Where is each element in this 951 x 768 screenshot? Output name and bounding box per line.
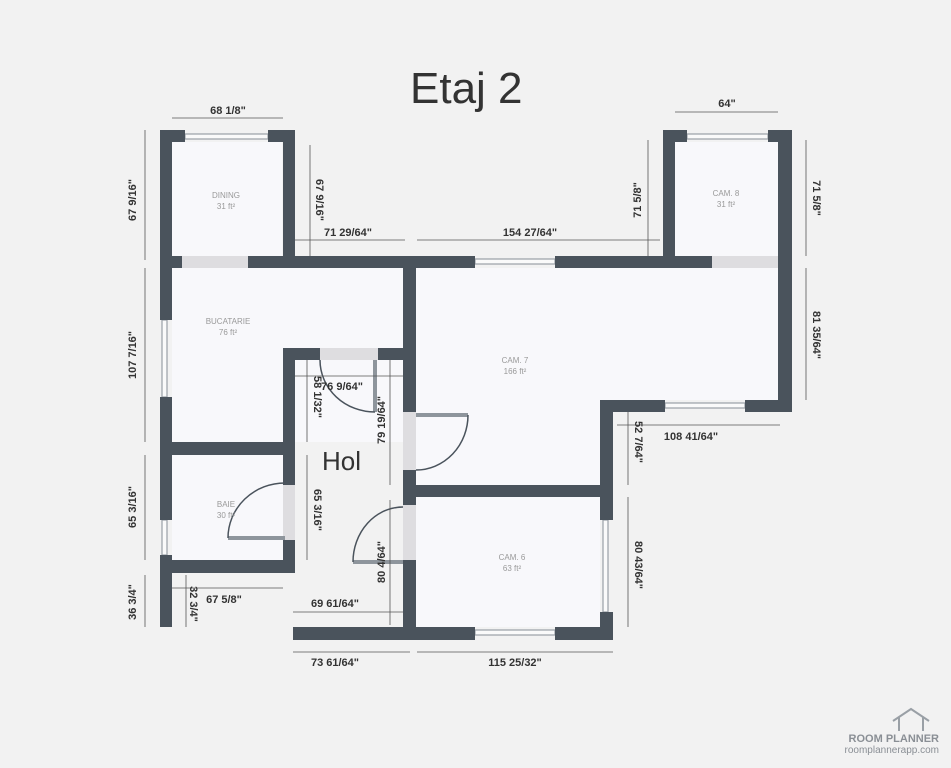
dimension-label: 67 9/16" — [313, 179, 325, 221]
room-area: 31 ft² — [717, 200, 736, 209]
dimension-label: 65 3/16" — [311, 489, 323, 531]
room-name: DINING — [212, 191, 240, 200]
dimension-label: 80 43/64" — [632, 541, 644, 589]
logo-brand: ROOM PLANNER — [848, 733, 939, 745]
dimension-label: 68 1/8" — [210, 105, 246, 117]
plan-title: Etaj 2 — [410, 64, 523, 113]
dimension-lines — [144, 111, 807, 653]
walls — [160, 130, 792, 640]
dimension-label: 67 9/16" — [127, 179, 139, 221]
door-hol-top — [373, 360, 377, 412]
room-floors — [172, 142, 778, 627]
door-baie — [228, 536, 285, 540]
dimension-label: 76 9/64" — [321, 381, 363, 393]
dimension-label: 52 7/64" — [632, 421, 644, 463]
dimension-label: 71 29/64" — [324, 227, 372, 239]
dimension-label: 73 61/64" — [311, 657, 359, 669]
dimension-label: 32 3/4" — [187, 586, 199, 622]
dimension-label: 69 61/64" — [311, 598, 359, 610]
dimension-label: 79 19/64" — [376, 396, 388, 444]
room-area: 166 ft² — [504, 367, 527, 376]
dimension-labels: 68 1/8" 64" 67 9/16" 67 9/16" 71 29/64" … — [127, 98, 822, 669]
dimension-label: 115 25/32" — [488, 657, 542, 669]
doors — [227, 359, 469, 564]
room-name: BUCATARIE — [206, 317, 251, 326]
room-labels: DINING 31 ft² BUCATARIE 76 ft² BAIE 30 f… — [206, 189, 740, 573]
dimension-label: 80 4/64" — [376, 541, 388, 583]
room-area: 30 ft² — [217, 511, 236, 520]
openings — [182, 256, 778, 560]
logo-url: roomplannerapp.com — [844, 745, 940, 756]
dimension-label: 107 7/16" — [127, 331, 139, 379]
room-area: 63 ft² — [503, 564, 522, 573]
room-name: CAM. 6 — [499, 553, 526, 562]
door-cam7 — [416, 413, 468, 417]
room-name: CAM. 7 — [502, 356, 529, 365]
door-cam6 — [353, 560, 403, 564]
dimension-label: 58 1/32" — [311, 376, 323, 418]
room-area: 76 ft² — [219, 328, 238, 337]
room-name: BAIE — [217, 500, 235, 509]
dimension-label: 65 3/16" — [127, 486, 139, 528]
dimension-label: 81 35/64" — [810, 311, 822, 359]
dimension-label: 36 3/4" — [127, 584, 139, 620]
room-name: CAM. 8 — [713, 189, 740, 198]
dimension-label: 108 41/64" — [664, 431, 718, 443]
room-area: 31 ft² — [217, 202, 236, 211]
house-icon — [892, 707, 930, 731]
dimension-label: 64" — [718, 98, 735, 110]
room-planner-logo: ROOM PLANNER roomplannerapp.com — [844, 707, 940, 756]
hall-label: Hol — [322, 446, 361, 476]
dimension-label: 154 27/64" — [503, 227, 557, 239]
dimension-label: 67 5/8" — [206, 594, 242, 606]
dimension-label: 71 5/8" — [810, 180, 822, 216]
dimension-label: 71 5/8" — [632, 182, 644, 218]
